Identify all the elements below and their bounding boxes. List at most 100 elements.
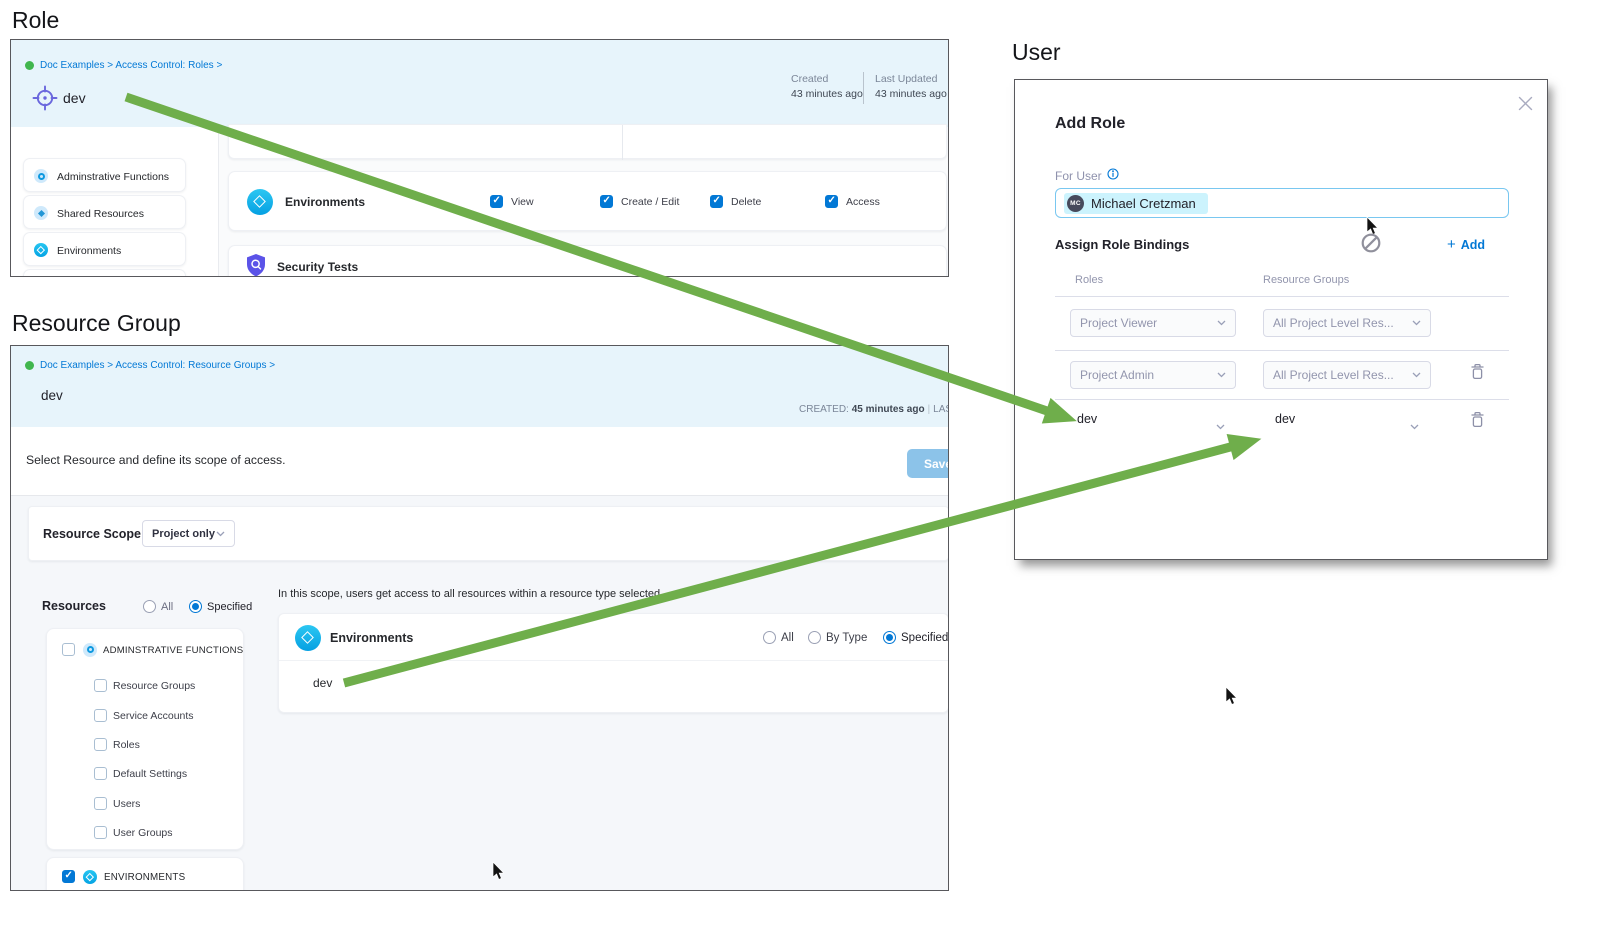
chevron-down-icon <box>1217 372 1226 378</box>
project-icon <box>25 61 34 70</box>
role-title: dev <box>63 90 86 106</box>
avatar: MC <box>1067 194 1084 212</box>
info-icon[interactable] <box>1107 167 1119 185</box>
resource-group-dropdown-1[interactable]: All Project Level Res... <box>1263 309 1431 337</box>
scope-card-label: Environments <box>330 631 414 645</box>
resource-scope-label: Resource Scope <box>43 527 141 541</box>
scope-by-type-label[interactable]: By Type <box>826 632 868 644</box>
administrative-functions-tree-card: ADMINSTRATIVE FUNCTIONS Resource Groups … <box>46 628 244 850</box>
role-panel: Doc Examples > Access Control: Roles > d… <box>10 39 949 277</box>
create-edit-checkbox[interactable] <box>600 195 613 208</box>
role-dropdown-2[interactable]: Project Admin <box>1070 361 1236 389</box>
environments-checkbox[interactable] <box>62 870 75 883</box>
environments-tree-card: ENVIRONMENTS <box>46 857 244 890</box>
administrative-functions-icon <box>34 169 48 183</box>
meta-divider <box>863 72 864 104</box>
for-user-label: For User <box>1055 169 1102 183</box>
tree-item-label: Roles <box>113 739 140 751</box>
scope-note: In this scope, users get access to all r… <box>278 588 664 600</box>
sidebar-item-administrative-functions[interactable]: Adminstrative Functions <box>23 158 186 192</box>
mouse-cursor <box>1225 686 1238 705</box>
chevron-down-icon <box>1412 372 1421 378</box>
resource-group-section-heading: Resource Group <box>12 310 181 336</box>
scope-by-type-radio[interactable] <box>808 631 821 644</box>
view-checkbox[interactable] <box>490 195 503 208</box>
tree-item-label: User Groups <box>113 827 173 839</box>
scope-selected-environment: dev <box>313 676 333 690</box>
role-section-heading: Role <box>12 7 60 33</box>
resources-all-label[interactable]: All <box>161 601 174 613</box>
delete-binding-icon[interactable] <box>1470 411 1485 433</box>
add-binding-button[interactable]: + Add <box>1447 236 1485 253</box>
project-icon <box>25 361 34 370</box>
roles-checkbox[interactable] <box>94 738 107 751</box>
save-button[interactable]: Save <box>907 449 948 478</box>
role-header: Doc Examples > Access Control: Roles > d… <box>11 40 948 127</box>
resource-group-panel: Doc Examples > Access Control: Resource … <box>10 345 949 891</box>
resources-specified-label[interactable]: Specified <box>207 601 253 613</box>
resource-group-dropdown-2[interactable]: All Project Level Res... <box>1263 361 1431 389</box>
sidebar-item-label: Shared Resources <box>57 208 144 220</box>
add-label: Add <box>1460 237 1486 252</box>
rg-title: dev <box>41 388 63 403</box>
access-checkbox[interactable] <box>825 195 838 208</box>
plus-icon: + <box>1447 236 1456 253</box>
role-breadcrumb-text[interactable]: Doc Examples > Access Control: Roles > <box>40 60 223 71</box>
close-icon[interactable] <box>1517 95 1534 117</box>
permission-label: Create / Edit <box>621 196 680 208</box>
role-breadcrumb[interactable]: Doc Examples > Access Control: Roles > <box>25 60 222 71</box>
rg-toolbar: Select Resource and define its scope of … <box>11 427 948 496</box>
user-chip[interactable]: MC Michael Cretzman <box>1064 192 1208 214</box>
scope-specified-label[interactable]: Specified <box>901 632 949 644</box>
environments-icon <box>295 625 321 651</box>
shared-resources-icon <box>34 206 48 220</box>
administrative-functions-icon <box>83 642 97 657</box>
delete-binding-icon[interactable] <box>1470 363 1485 385</box>
role-target-icon <box>31 84 59 117</box>
security-tests-permission-row: Security Tests <box>228 245 947 276</box>
permission-label: View <box>511 196 534 208</box>
resource-group-dropdown-3[interactable]: dev <box>1275 412 1296 426</box>
service-accounts-checkbox[interactable] <box>94 709 107 722</box>
row-divider <box>1055 399 1509 400</box>
scope-specified-radio[interactable] <box>883 631 896 644</box>
scope-all-label[interactable]: All <box>781 632 794 644</box>
tree-item-label: Resource Groups <box>113 680 196 692</box>
chevron-down-icon[interactable] <box>1410 417 1419 435</box>
sidebar-item-partial[interactable] <box>23 269 186 276</box>
rg-breadcrumb-text[interactable]: Doc Examples > Access Control: Resource … <box>40 360 276 371</box>
delete-checkbox[interactable] <box>710 195 723 208</box>
security-tests-icon <box>245 253 267 276</box>
user-select-input[interactable]: MC Michael Cretzman <box>1055 188 1509 218</box>
resource-groups-checkbox[interactable] <box>94 679 107 692</box>
column-divider <box>622 125 623 160</box>
tree-group-label: ENVIRONMENTS <box>104 872 186 883</box>
dialog-title: Add Role <box>1055 115 1126 132</box>
environments-icon <box>83 869 97 884</box>
resources-specified-radio[interactable] <box>189 600 202 613</box>
users-checkbox[interactable] <box>94 797 107 810</box>
chevron-down-icon[interactable] <box>1216 417 1225 435</box>
scope-all-radio[interactable] <box>763 631 776 644</box>
rg-toolbar-description: Select Resource and define its scope of … <box>26 453 286 467</box>
resources-all-radio[interactable] <box>143 600 156 613</box>
sidebar-item-shared-resources[interactable]: Shared Resources <box>23 195 186 229</box>
tree-item-label: Users <box>113 798 141 810</box>
rg-breadcrumb[interactable]: Doc Examples > Access Control: Resource … <box>25 360 275 371</box>
default-settings-checkbox[interactable] <box>94 767 107 780</box>
sidebar-item-environments[interactable]: Environments <box>23 232 186 266</box>
role-dropdown-3[interactable]: dev <box>1077 412 1098 426</box>
resource-type-label: Security Tests <box>277 260 359 274</box>
chevron-down-icon <box>216 531 225 536</box>
permission-label: Delete <box>731 196 762 208</box>
resource-scope-dropdown[interactable]: Project only <box>142 520 235 547</box>
tree-item-label: Default Settings <box>113 768 188 780</box>
role-dropdown-1[interactable]: Project Viewer <box>1070 309 1236 337</box>
tree-item-label: Service Accounts <box>113 710 194 722</box>
resource-scope-card: Resource Scope Project only <box>28 506 948 561</box>
administrative-functions-checkbox[interactable] <box>62 643 75 656</box>
add-role-dialog: Add Role For User MC Michael Cretzman As… <box>1014 79 1548 560</box>
chevron-down-icon <box>1217 320 1226 326</box>
user-groups-checkbox[interactable] <box>94 826 107 839</box>
